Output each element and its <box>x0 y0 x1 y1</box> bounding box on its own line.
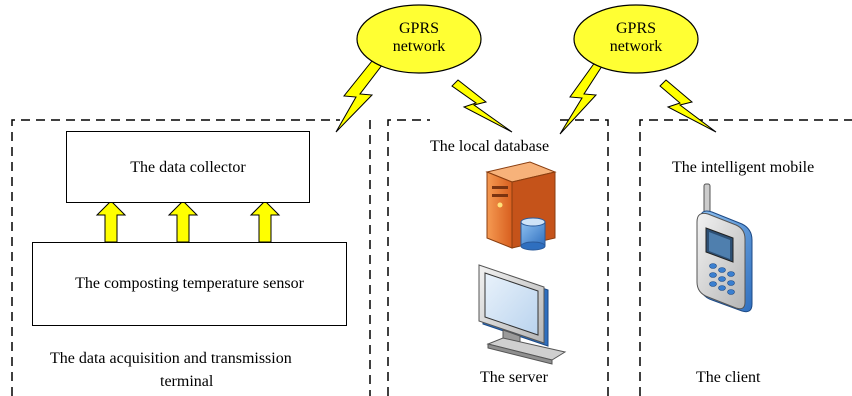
temperature-sensor-label: The composting temperature sensor <box>75 275 304 292</box>
up-arrow-icon <box>167 200 199 243</box>
database-server-icon <box>485 161 557 251</box>
server-label: The server <box>480 369 548 386</box>
lightning-icon <box>659 79 717 133</box>
terminal-frame <box>11 119 340 396</box>
lightning-bolts <box>335 55 717 135</box>
lightning-icon <box>559 57 607 135</box>
data-collector-label: The data collector <box>130 159 246 176</box>
data-flow-arrows <box>95 200 281 243</box>
dashed-frames <box>11 119 852 396</box>
gprs-cloud-line1: GPRS <box>615 20 657 37</box>
temperature-sensor-box: The composting temperature sensor <box>32 242 347 326</box>
terminal-label-line1: The data acquisition and transmission <box>50 350 292 367</box>
gprs-cloud-line2: network <box>392 38 446 55</box>
monitor-icon <box>478 264 567 365</box>
gprs-cloud-text: GPRS network <box>596 20 676 56</box>
server-frame-right <box>560 119 609 396</box>
lightning-icon <box>335 55 387 133</box>
gprs-cloud-line1: GPRS <box>398 20 440 37</box>
server-frame <box>387 119 430 396</box>
gprs-network-cloud <box>573 4 699 74</box>
up-arrow-icon <box>95 200 127 243</box>
client-frame <box>639 119 852 396</box>
gprs-network-cloud <box>356 4 482 74</box>
local-database-label: The local database <box>430 138 550 155</box>
intelligent-mobile-label: The intelligent mobile <box>672 159 815 176</box>
client-label: The client <box>696 369 761 386</box>
terminal-label-line2: terminal <box>160 373 214 390</box>
gprs-cloud-line2: network <box>609 38 663 55</box>
lightning-icon <box>451 79 513 133</box>
mobile-phone-icon <box>696 183 753 313</box>
gprs-cloud-text: GPRS network <box>379 20 459 56</box>
up-arrow-icon <box>249 200 281 243</box>
data-collector-box: The data collector <box>66 131 310 203</box>
